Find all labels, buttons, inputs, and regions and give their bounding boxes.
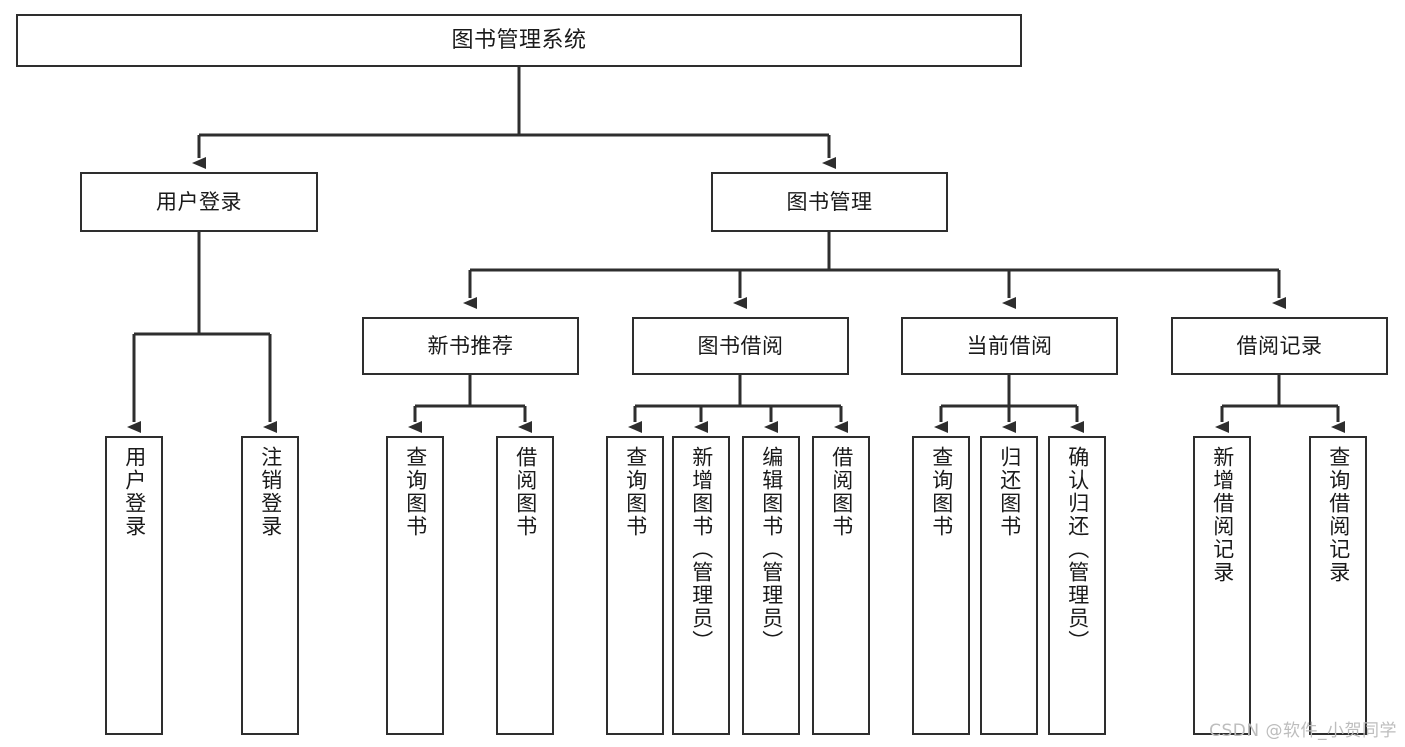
node-label: 查询图书 bbox=[403, 446, 428, 538]
leaf-book-borrow-add-book-admin[interactable]: 新增图书（管理员） bbox=[672, 436, 730, 735]
node-root-book-management-system[interactable]: 图书管理系统 bbox=[16, 14, 1022, 67]
node-current-borrowing[interactable]: 当前借阅 bbox=[901, 317, 1118, 375]
leaf-book-borrow-borrow-books[interactable]: 借阅图书 bbox=[812, 436, 870, 735]
watermark: CSDN @软件_小贺同学 bbox=[1209, 721, 1397, 741]
leaf-book-borrow-edit-book-admin[interactable]: 编辑图书（管理员） bbox=[742, 436, 800, 735]
node-label: 借阅图书 bbox=[513, 446, 538, 538]
node-label: 查询图书 bbox=[623, 446, 648, 538]
node-label: 新增图书（管理员） bbox=[689, 446, 714, 653]
node-label: 图书管理系统 bbox=[451, 27, 587, 53]
node-book-management[interactable]: 图书管理 bbox=[711, 172, 948, 232]
leaf-current-borrow-query-books[interactable]: 查询图书 bbox=[912, 436, 970, 735]
leaf-current-borrow-confirm-return-admin[interactable]: 确认归还（管理员） bbox=[1048, 436, 1106, 735]
node-label: 确认归还（管理员） bbox=[1065, 446, 1090, 653]
leaf-book-borrow-query-books[interactable]: 查询图书 bbox=[606, 436, 664, 735]
node-new-book-recommendation[interactable]: 新书推荐 bbox=[362, 317, 579, 375]
node-label: 查询借阅记录 bbox=[1326, 446, 1351, 584]
node-book-borrowing[interactable]: 图书借阅 bbox=[632, 317, 849, 375]
node-label: 当前借阅 bbox=[966, 333, 1053, 358]
leaf-user-login-login[interactable]: 用户登录 bbox=[105, 436, 163, 735]
node-label: 查询图书 bbox=[929, 446, 954, 538]
node-label: 借阅图书 bbox=[829, 446, 854, 538]
leaf-borrow-record-query-record[interactable]: 查询借阅记录 bbox=[1309, 436, 1367, 735]
node-label: 借阅记录 bbox=[1236, 333, 1323, 358]
leaf-borrow-record-add-record[interactable]: 新增借阅记录 bbox=[1193, 436, 1251, 735]
node-label: 归还图书 bbox=[997, 446, 1022, 538]
leaf-current-borrow-return-books[interactable]: 归还图书 bbox=[980, 436, 1038, 735]
node-label: 编辑图书（管理员） bbox=[759, 446, 784, 653]
node-label: 新书推荐 bbox=[427, 333, 514, 358]
node-user-login[interactable]: 用户登录 bbox=[80, 172, 318, 232]
node-label: 用户登录 bbox=[122, 446, 147, 538]
node-label: 图书借阅 bbox=[697, 333, 784, 358]
leaf-new-book-borrow-books[interactable]: 借阅图书 bbox=[496, 436, 554, 735]
node-label: 用户登录 bbox=[156, 189, 242, 214]
node-label: 图书管理 bbox=[786, 189, 873, 214]
node-label: 新增借阅记录 bbox=[1210, 446, 1235, 584]
node-label: 注销登录 bbox=[258, 446, 283, 538]
node-borrowing-records[interactable]: 借阅记录 bbox=[1171, 317, 1388, 375]
leaf-new-book-query-books[interactable]: 查询图书 bbox=[386, 436, 444, 735]
leaf-user-login-logout[interactable]: 注销登录 bbox=[241, 436, 299, 735]
